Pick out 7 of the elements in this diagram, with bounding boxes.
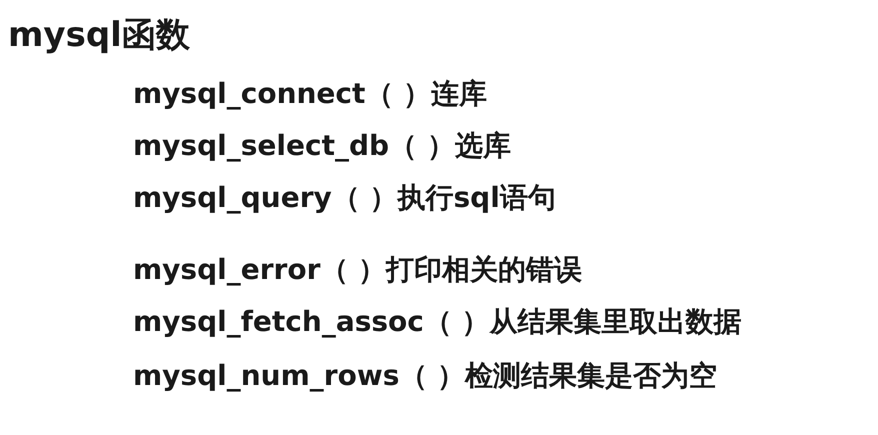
function-description: mysql_error（ ）打印相关的错误 xyxy=(133,254,582,286)
function-description: mysql_select_db（ ）选库 xyxy=(133,130,511,162)
function-description: mysql_query（ ）执行sql语句 xyxy=(133,182,556,214)
function-description: mysql_num_rows（ ）检测结果集是否为空 xyxy=(133,360,718,392)
slide-title: mysql函数 xyxy=(8,16,190,56)
function-description: mysql_connect（ ）连库 xyxy=(133,78,488,110)
function-description: mysql_fetch_assoc（ ）从结果集里取出数据 xyxy=(133,306,742,338)
